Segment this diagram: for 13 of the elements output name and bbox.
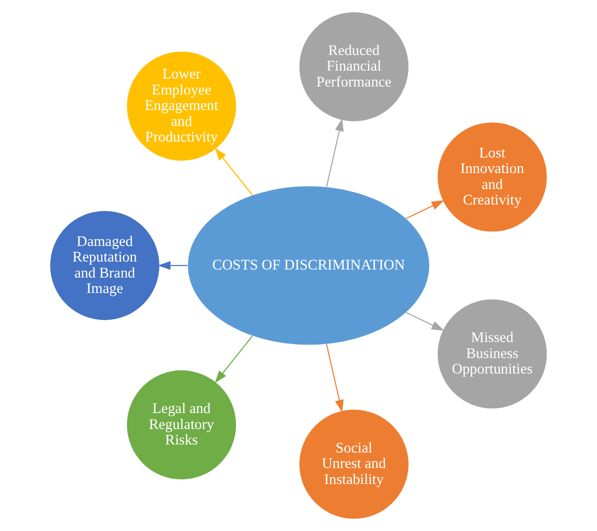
node-circle: Damaged Reputation and Brand Image (50, 210, 160, 320)
arrow (158, 261, 188, 270)
node-circle: Missed Business Opportunities (438, 299, 547, 408)
arrow (214, 336, 253, 384)
arrow (406, 312, 444, 331)
arrow (326, 118, 344, 188)
arrow (326, 344, 344, 413)
node-circle: Lost Innovation and Creativity (438, 122, 547, 232)
node-circle: Reduced Financial Performance (299, 12, 409, 122)
arrow (406, 200, 444, 220)
node-circle: Social Unrest and Instability (299, 410, 409, 519)
node-ellipse: COSTS OF DISCRIMINATION (188, 186, 430, 345)
arrow (214, 148, 253, 196)
